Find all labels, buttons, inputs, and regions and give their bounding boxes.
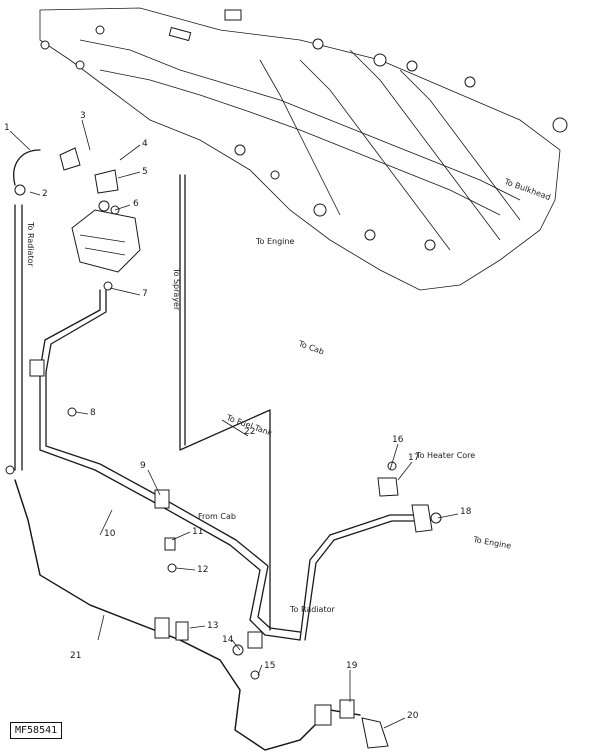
figure-id-label: MF58541	[10, 722, 63, 739]
upper-left-hose	[13, 147, 120, 215]
callout-15: 15	[264, 661, 276, 671]
callout-4: 4	[142, 139, 148, 149]
callout-20: 20	[407, 711, 419, 721]
note-to-radiator: To Radiator	[26, 222, 35, 267]
callout-10: 10	[104, 529, 116, 539]
callout-11: 11	[192, 527, 204, 537]
note-to-engine: To Engine	[256, 237, 295, 246]
pump-outlet-line	[39, 289, 301, 641]
callout-16: 16	[392, 435, 404, 445]
callout-5: 5	[142, 167, 148, 177]
lower-main-hose-inner	[14, 479, 361, 751]
clamps	[5, 359, 389, 749]
callout-13: 13	[207, 621, 219, 631]
valve-block	[71, 200, 141, 291]
callout-2: 2	[42, 189, 48, 199]
note-to-sprayer: To Sprayer	[172, 268, 181, 311]
callout-6: 6	[133, 199, 139, 209]
note-to-heater-core: To Heater Core	[416, 451, 476, 460]
note-to-radiator-2: To Radiator	[290, 605, 335, 614]
heater-line	[299, 514, 421, 641]
callout-14: 14	[222, 635, 234, 645]
callout-1: 1	[4, 123, 10, 133]
callout-21: 21	[70, 651, 82, 661]
callout-12: 12	[197, 565, 209, 575]
callout-18: 18	[460, 507, 472, 517]
callout-17: 17	[408, 453, 420, 463]
callout-3: 3	[80, 111, 86, 121]
heater-fitting	[377, 461, 442, 533]
leader-lines	[9, 119, 459, 729]
engine-assembly-exploded	[39, 7, 568, 291]
callout-19: 19	[346, 661, 358, 671]
callout-9: 9	[140, 461, 146, 471]
callout-22: 22	[244, 427, 256, 437]
note-from-cab: From Cab	[198, 512, 236, 521]
line-to-cab	[179, 174, 271, 631]
callout-8: 8	[90, 408, 96, 418]
callout-7: 7	[142, 289, 148, 299]
